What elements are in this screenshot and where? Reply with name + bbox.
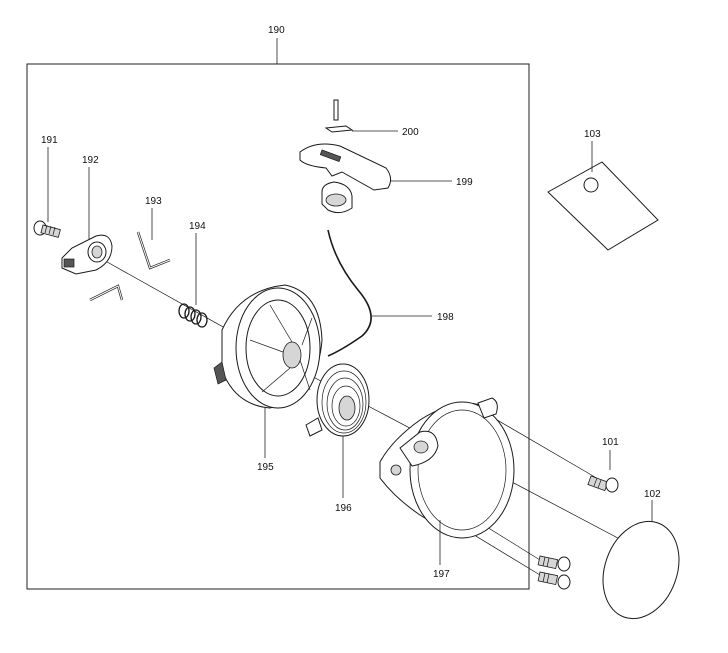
label-102: 102 — [644, 489, 661, 500]
label-191: 191 — [41, 135, 58, 146]
part-192-pawl — [61, 234, 113, 275]
mounting-bolt-upper — [537, 555, 571, 572]
part-197-starter-case — [379, 397, 515, 565]
label-197: 197 — [433, 569, 450, 580]
label-192: 192 — [82, 155, 99, 166]
label-193: 193 — [145, 196, 162, 207]
part-194-spring — [178, 303, 208, 328]
mounting-bolt-lower — [537, 571, 571, 590]
label-198: 198 — [437, 312, 454, 323]
label-190: 190 — [268, 25, 285, 36]
part-199-starter-handle — [299, 143, 452, 214]
label-200: 200 — [402, 127, 419, 138]
label-101: 101 — [602, 437, 619, 448]
label-196: 196 — [335, 503, 352, 514]
label-195: 195 — [257, 462, 274, 473]
hex-key-outline — [89, 284, 124, 302]
assembly-axis-lines — [99, 257, 651, 576]
part-198-rope — [327, 229, 432, 357]
label-103: 103 — [584, 129, 601, 140]
part-193-hex-key — [136, 231, 171, 270]
part-103-label — [547, 141, 659, 251]
part-102-cover-plate — [602, 500, 680, 620]
part-196-recoil-spring — [305, 363, 370, 498]
assembly-frame — [26, 38, 530, 590]
part-191-screw — [33, 220, 61, 238]
label-199: 199 — [456, 177, 473, 188]
label-194: 194 — [189, 221, 206, 232]
part-101-bolt — [587, 450, 619, 493]
part-195-pulley — [213, 284, 323, 458]
part-200-pin — [324, 99, 398, 133]
